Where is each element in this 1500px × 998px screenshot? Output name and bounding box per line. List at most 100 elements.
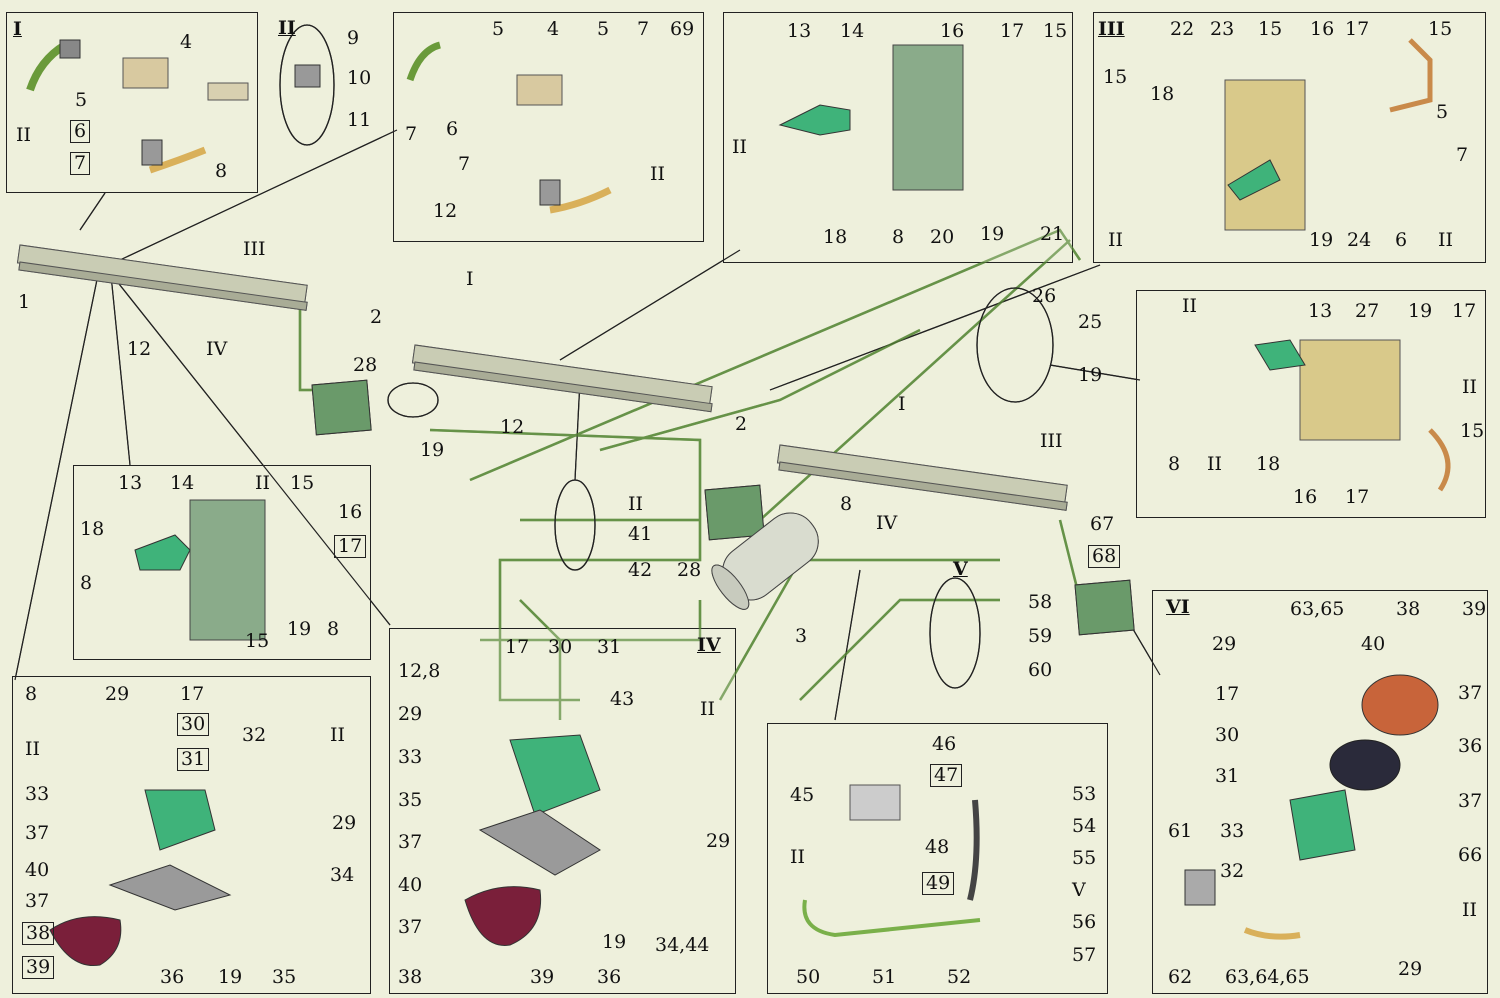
callout: 12 xyxy=(433,200,458,222)
callout: 20 xyxy=(930,226,955,248)
callout: 6 xyxy=(70,120,91,143)
callout: 19 xyxy=(602,931,627,953)
callout: 43 xyxy=(610,688,635,710)
callout: II xyxy=(732,136,748,158)
callout: 24 xyxy=(1347,229,1372,251)
callout: 14 xyxy=(840,20,865,42)
callout: 37 xyxy=(25,822,50,844)
callout: 6 xyxy=(1395,229,1408,251)
callout: 40 xyxy=(398,874,423,896)
callout: 8 xyxy=(1168,453,1181,475)
callout: 5 xyxy=(597,18,610,40)
callout: 68 xyxy=(1088,545,1121,568)
callout: 51 xyxy=(872,966,897,988)
callout: 19 xyxy=(980,223,1005,245)
callout: 29 xyxy=(332,812,357,834)
callout: 15 xyxy=(1428,18,1453,40)
callout: IV xyxy=(206,338,228,360)
callout: 56 xyxy=(1072,911,1097,933)
callout: 2 xyxy=(735,413,748,435)
callout: 17 xyxy=(1215,683,1240,705)
callout: IV xyxy=(876,512,898,534)
callout: 17 xyxy=(1345,18,1370,40)
callout: II xyxy=(1182,295,1198,317)
callout: 45 xyxy=(790,784,815,806)
callout: 17 xyxy=(334,535,367,558)
callout: 35 xyxy=(398,789,423,811)
callout: 50 xyxy=(796,966,821,988)
callout: 12 xyxy=(127,338,152,360)
callout: 37 xyxy=(1458,790,1483,812)
callout: 17 xyxy=(1452,300,1477,322)
callout: 33 xyxy=(25,783,50,805)
callout: 7 xyxy=(405,123,418,145)
callout: 13 xyxy=(1308,300,1333,322)
callout: 40 xyxy=(25,859,50,881)
callout: 8 xyxy=(25,683,38,705)
callout: 37 xyxy=(25,890,50,912)
callout: 67 xyxy=(1090,513,1115,535)
callout: 19 xyxy=(218,966,243,988)
panel-VI xyxy=(1152,590,1488,994)
callout: 32 xyxy=(1220,860,1245,882)
callout: III xyxy=(1040,430,1063,452)
callout: 33 xyxy=(398,746,423,768)
callout: 23 xyxy=(1210,18,1235,40)
callout: 29 xyxy=(1212,633,1237,655)
callout: 12 xyxy=(500,416,525,438)
callout: 22 xyxy=(1170,18,1195,40)
callout: 16 xyxy=(1310,18,1335,40)
callout: 15 xyxy=(1103,66,1128,88)
callout: 5 xyxy=(492,18,505,40)
callout: 18 xyxy=(1150,83,1175,105)
callout: III xyxy=(243,238,266,260)
callout: 47 xyxy=(930,764,963,787)
callout: II xyxy=(25,738,41,760)
callout: II xyxy=(700,698,716,720)
callout: 39 xyxy=(530,966,555,988)
callout: 8 xyxy=(80,572,93,594)
callout: 5 xyxy=(75,89,88,111)
callout: 17 xyxy=(180,683,205,705)
callout: II xyxy=(790,846,806,868)
callout: 19 xyxy=(1408,300,1433,322)
callout: 38 xyxy=(22,922,55,945)
callout: 37 xyxy=(1458,682,1483,704)
callout: 36 xyxy=(1458,735,1483,757)
callout: 69 xyxy=(670,18,695,40)
callout: 14 xyxy=(170,472,195,494)
callout: 34,44 xyxy=(655,934,710,956)
callout: 15 xyxy=(1258,18,1283,40)
callout: 34 xyxy=(330,864,355,886)
callout: II xyxy=(650,163,666,185)
panel-IV-title: IV xyxy=(697,634,721,656)
callout: 15 xyxy=(290,472,315,494)
callout: 19 xyxy=(1078,364,1103,386)
callout: 29 xyxy=(706,830,731,852)
callout: 15 xyxy=(1460,420,1485,442)
callout: 3 xyxy=(795,625,808,647)
panel-III-title: III xyxy=(1098,18,1125,40)
callout: 27 xyxy=(1355,300,1380,322)
callout: 4 xyxy=(180,31,193,53)
callout: 10 xyxy=(347,67,372,89)
callout: 7 xyxy=(70,152,91,175)
callout: II xyxy=(1108,229,1124,251)
callout: 49 xyxy=(922,872,955,895)
panel-I-title: I xyxy=(13,18,22,40)
callout: 31 xyxy=(177,748,210,771)
callout: 57 xyxy=(1072,944,1097,966)
callout: 25 xyxy=(1078,311,1103,333)
callout: 26 xyxy=(1032,285,1057,307)
callout: 60 xyxy=(1028,659,1053,681)
callout: II xyxy=(16,124,32,146)
callout: 30 xyxy=(548,636,573,658)
callout: 38 xyxy=(1396,598,1421,620)
callout: 28 xyxy=(677,559,702,581)
callout: 2 xyxy=(370,306,383,328)
callout: 33 xyxy=(1220,820,1245,842)
callout: 5 xyxy=(1436,101,1449,123)
callout: 15 xyxy=(245,630,270,652)
callout: 52 xyxy=(947,966,972,988)
callout: 31 xyxy=(1215,765,1240,787)
